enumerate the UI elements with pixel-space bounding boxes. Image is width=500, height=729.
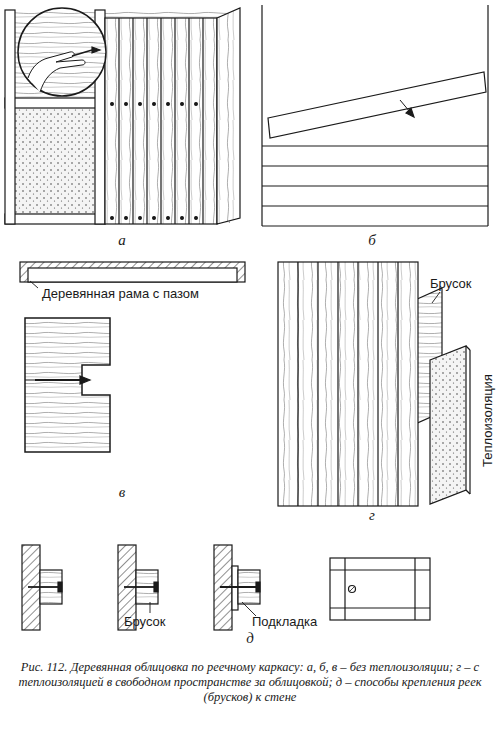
panel-letter: в xyxy=(119,485,126,500)
part-label: Подкладка xyxy=(252,614,317,629)
part-label: Брусок xyxy=(430,276,472,291)
part-label: Брусок xyxy=(124,614,166,629)
panel-letter: а xyxy=(118,233,126,248)
figure-caption: Рис. 112. Деревянная облицовка по реечно… xyxy=(12,660,488,705)
panel-letter: б xyxy=(368,233,376,248)
part-label: Деревянная рама с пазом xyxy=(42,286,199,301)
panel-letter: д xyxy=(246,631,254,646)
panel-letter: г xyxy=(369,508,375,523)
material-label: Теплоизоляция xyxy=(480,374,495,467)
